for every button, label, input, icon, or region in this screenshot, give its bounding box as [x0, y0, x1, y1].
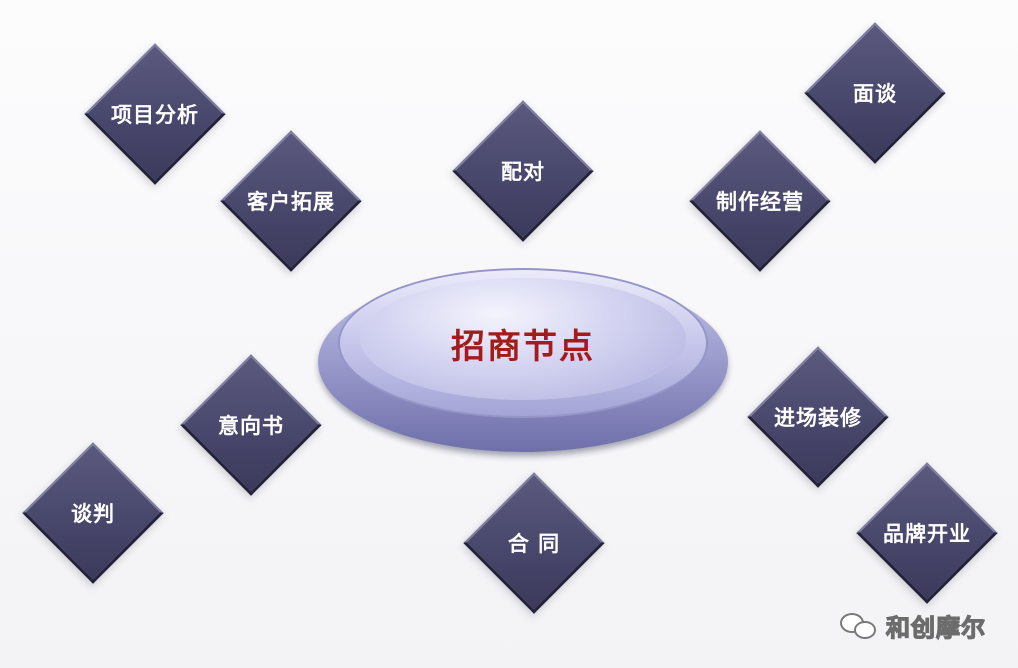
node-label: 进场装修	[774, 406, 862, 430]
node-label: 配对	[501, 160, 545, 184]
node-label: 谈判	[71, 502, 115, 526]
watermark: 和创摩尔	[840, 608, 986, 643]
node-label: 项目分析	[111, 103, 199, 127]
node-label: 意向书	[218, 414, 284, 438]
node-jinchang-zhuangxiu: 进场装修	[746, 346, 889, 491]
node-yixiangshu: 意向书	[179, 354, 322, 499]
node-hetong: 合 同	[462, 472, 605, 617]
node-zhizuo-jingying: 制作经营	[688, 130, 831, 275]
node-label: 制作经营	[716, 190, 804, 214]
center-label: 招商节点	[451, 326, 595, 367]
center-node: 招商节点	[360, 278, 686, 400]
node-label: 品牌开业	[883, 522, 971, 546]
watermark-text: 和创摩尔	[885, 613, 986, 642]
node-label: 客户拓展	[247, 190, 335, 214]
node-pinpai-kaiye: 品牌开业	[855, 462, 998, 607]
node-xiangmu-fenxi: 项目分析	[83, 43, 226, 188]
wechat-icon	[840, 611, 878, 641]
node-label: 面谈	[853, 82, 897, 106]
node-miantan: 面谈	[803, 22, 946, 167]
node-peidui: 配对	[451, 100, 594, 245]
node-tanpan: 谈判	[21, 442, 164, 587]
node-label: 合 同	[507, 532, 561, 556]
node-kehu-tuozhan: 客户拓展	[219, 130, 362, 275]
